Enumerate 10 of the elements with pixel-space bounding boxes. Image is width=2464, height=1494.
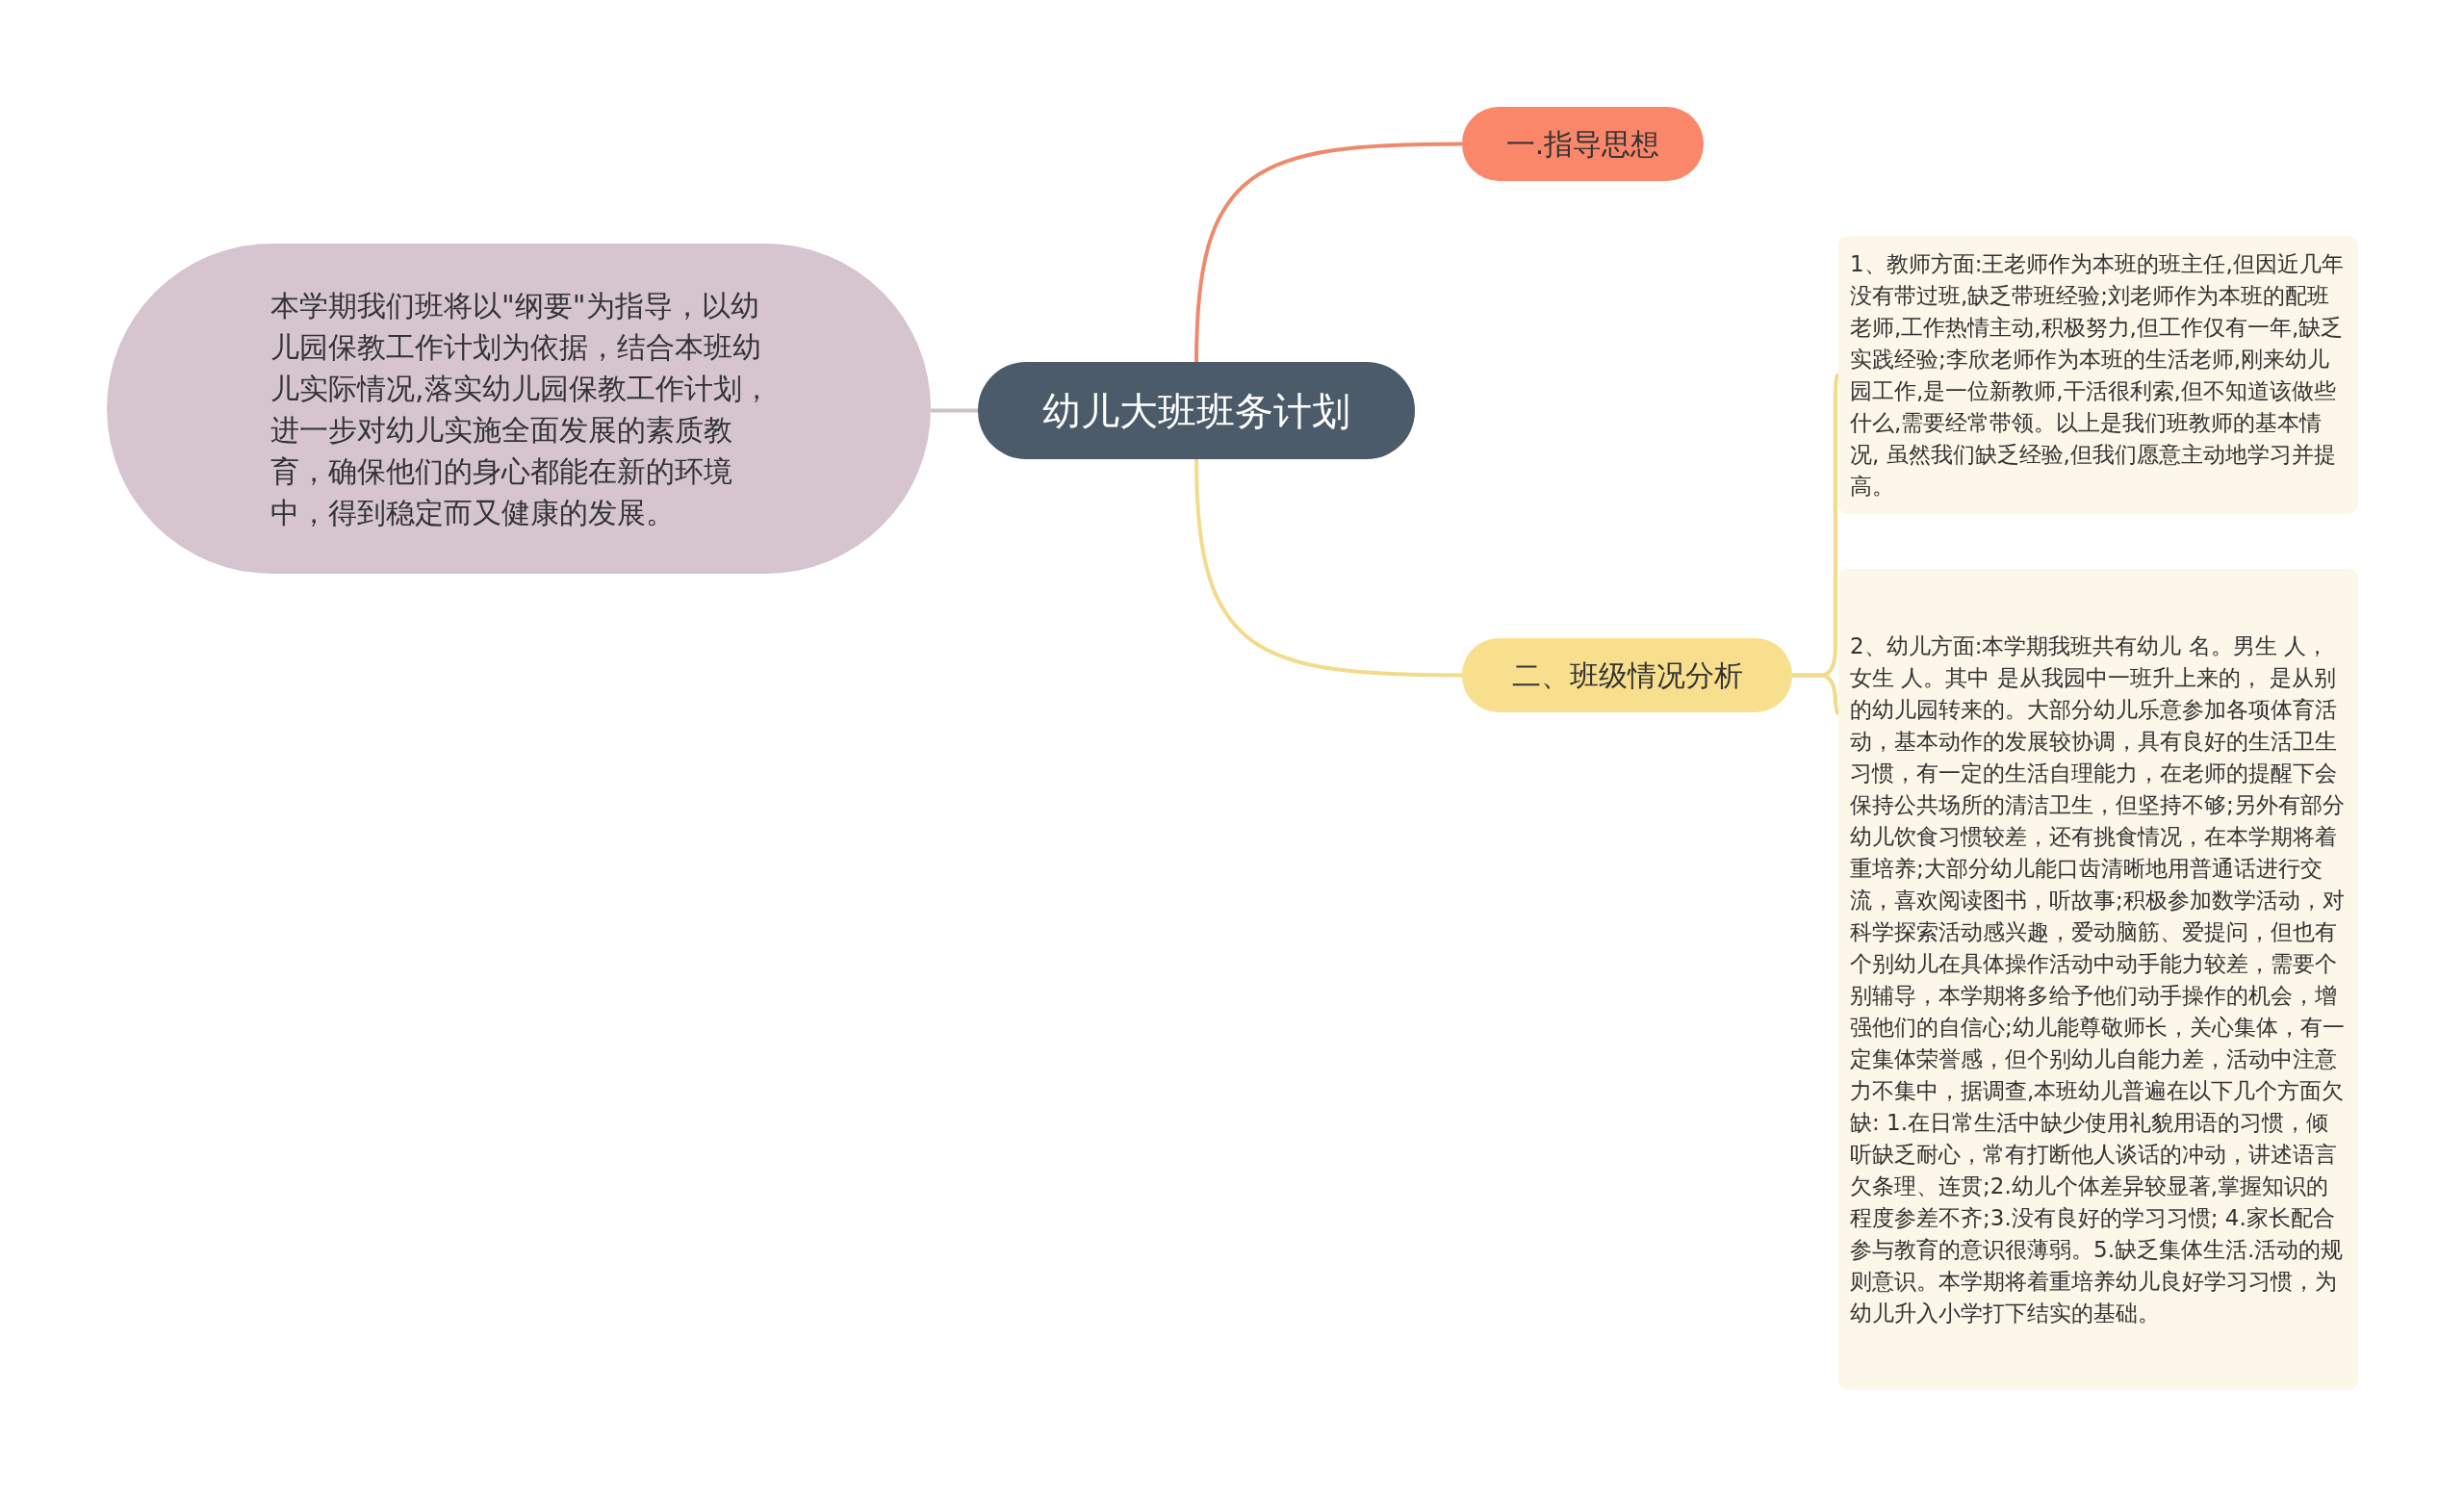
text-pill: 本学期我们班将以"纲要"为指导，以幼儿园保教工作计划为依据，结合本班幼儿实际情况,落实幼儿园保教工作计划，进一步对幼儿实施全面发展的素质教育，确保他们的身心都能在新的环境中，得到稳定而又健康的发展。 xyxy=(107,244,931,574)
connector-line xyxy=(1194,458,1463,678)
connector-line xyxy=(931,408,978,413)
connector-line xyxy=(1792,673,1840,715)
text-card: 1、教师方面:王老师作为本班的班主任,但因近几年没有带过班,缺乏带班经验;刘老师作为本班的配班老师,工作热情主动,积极努力,但工作仅有一年,缺乏实践经验;李欣老师作为本班的生活老师,刚来幼儿园工作,是一位新教师,干活很利索,但不知道该做些什么,需要经常带领。以上是我们班教师的基本情况, 虽然我们缺乏经验,但我们愿意主动地学习并提高。 xyxy=(1838,236,2358,514)
text-card: 2、幼儿方面:本学期我班共有幼儿 名。男生 人，女生 人。其中 是从我园中一班升上来的， 是从别的幼儿园转来的。大部分幼儿乐意参加各项体育活动，基本动作的发展较协调，具有良好的生活卫生习惯，有一定的生活自理能力，在老师的提醒下会保持公共场所的清洁卫生，但坚持不够;另外有部分幼儿饮食习惯较差，还有挑食情况，在本学期将着重培养;大部分幼儿能口齿清晰地用普通话进行交流，喜欢阅读图书，听故事;积极参加数学活动，对科学探索活动感兴趣，爱动脑筋、爱提问，但也有个别幼儿在具体操作活动中动手能力较差，需要个别辅导，本学期将多给予他们动手操作的机会，增强他们的自信心;幼儿能尊敬师长，关心集体，有一定集体荣誉感，但个别幼儿自能力差，活动中注意力不集中，据调查,本班幼儿普遍在以下几个方面欠缺: 1.在日常生活中缺少使用礼貌用语的习惯，倾听缺乏耐心，常有打断他人谈话的冲动，讲述语言欠条理、连贯;2.幼儿个体差异较显著,掌握知识的程度参差不齐;3.没有良好的学习习惯; 4.家长配合参与教育的意识很薄弱。5.缺乏集体生活.活动的规则意识。本学期将着重培养幼儿良好学习习惯，为幼儿升入小学打下结实的基础。 xyxy=(1838,569,2358,1390)
root-topic-pill: 幼儿大班班务计划 xyxy=(978,362,1415,459)
connector-line xyxy=(1194,142,1463,363)
topic-pill: 二、班级情况分析 xyxy=(1462,638,1792,712)
topic-pill: 一.指导思想 xyxy=(1462,107,1704,181)
